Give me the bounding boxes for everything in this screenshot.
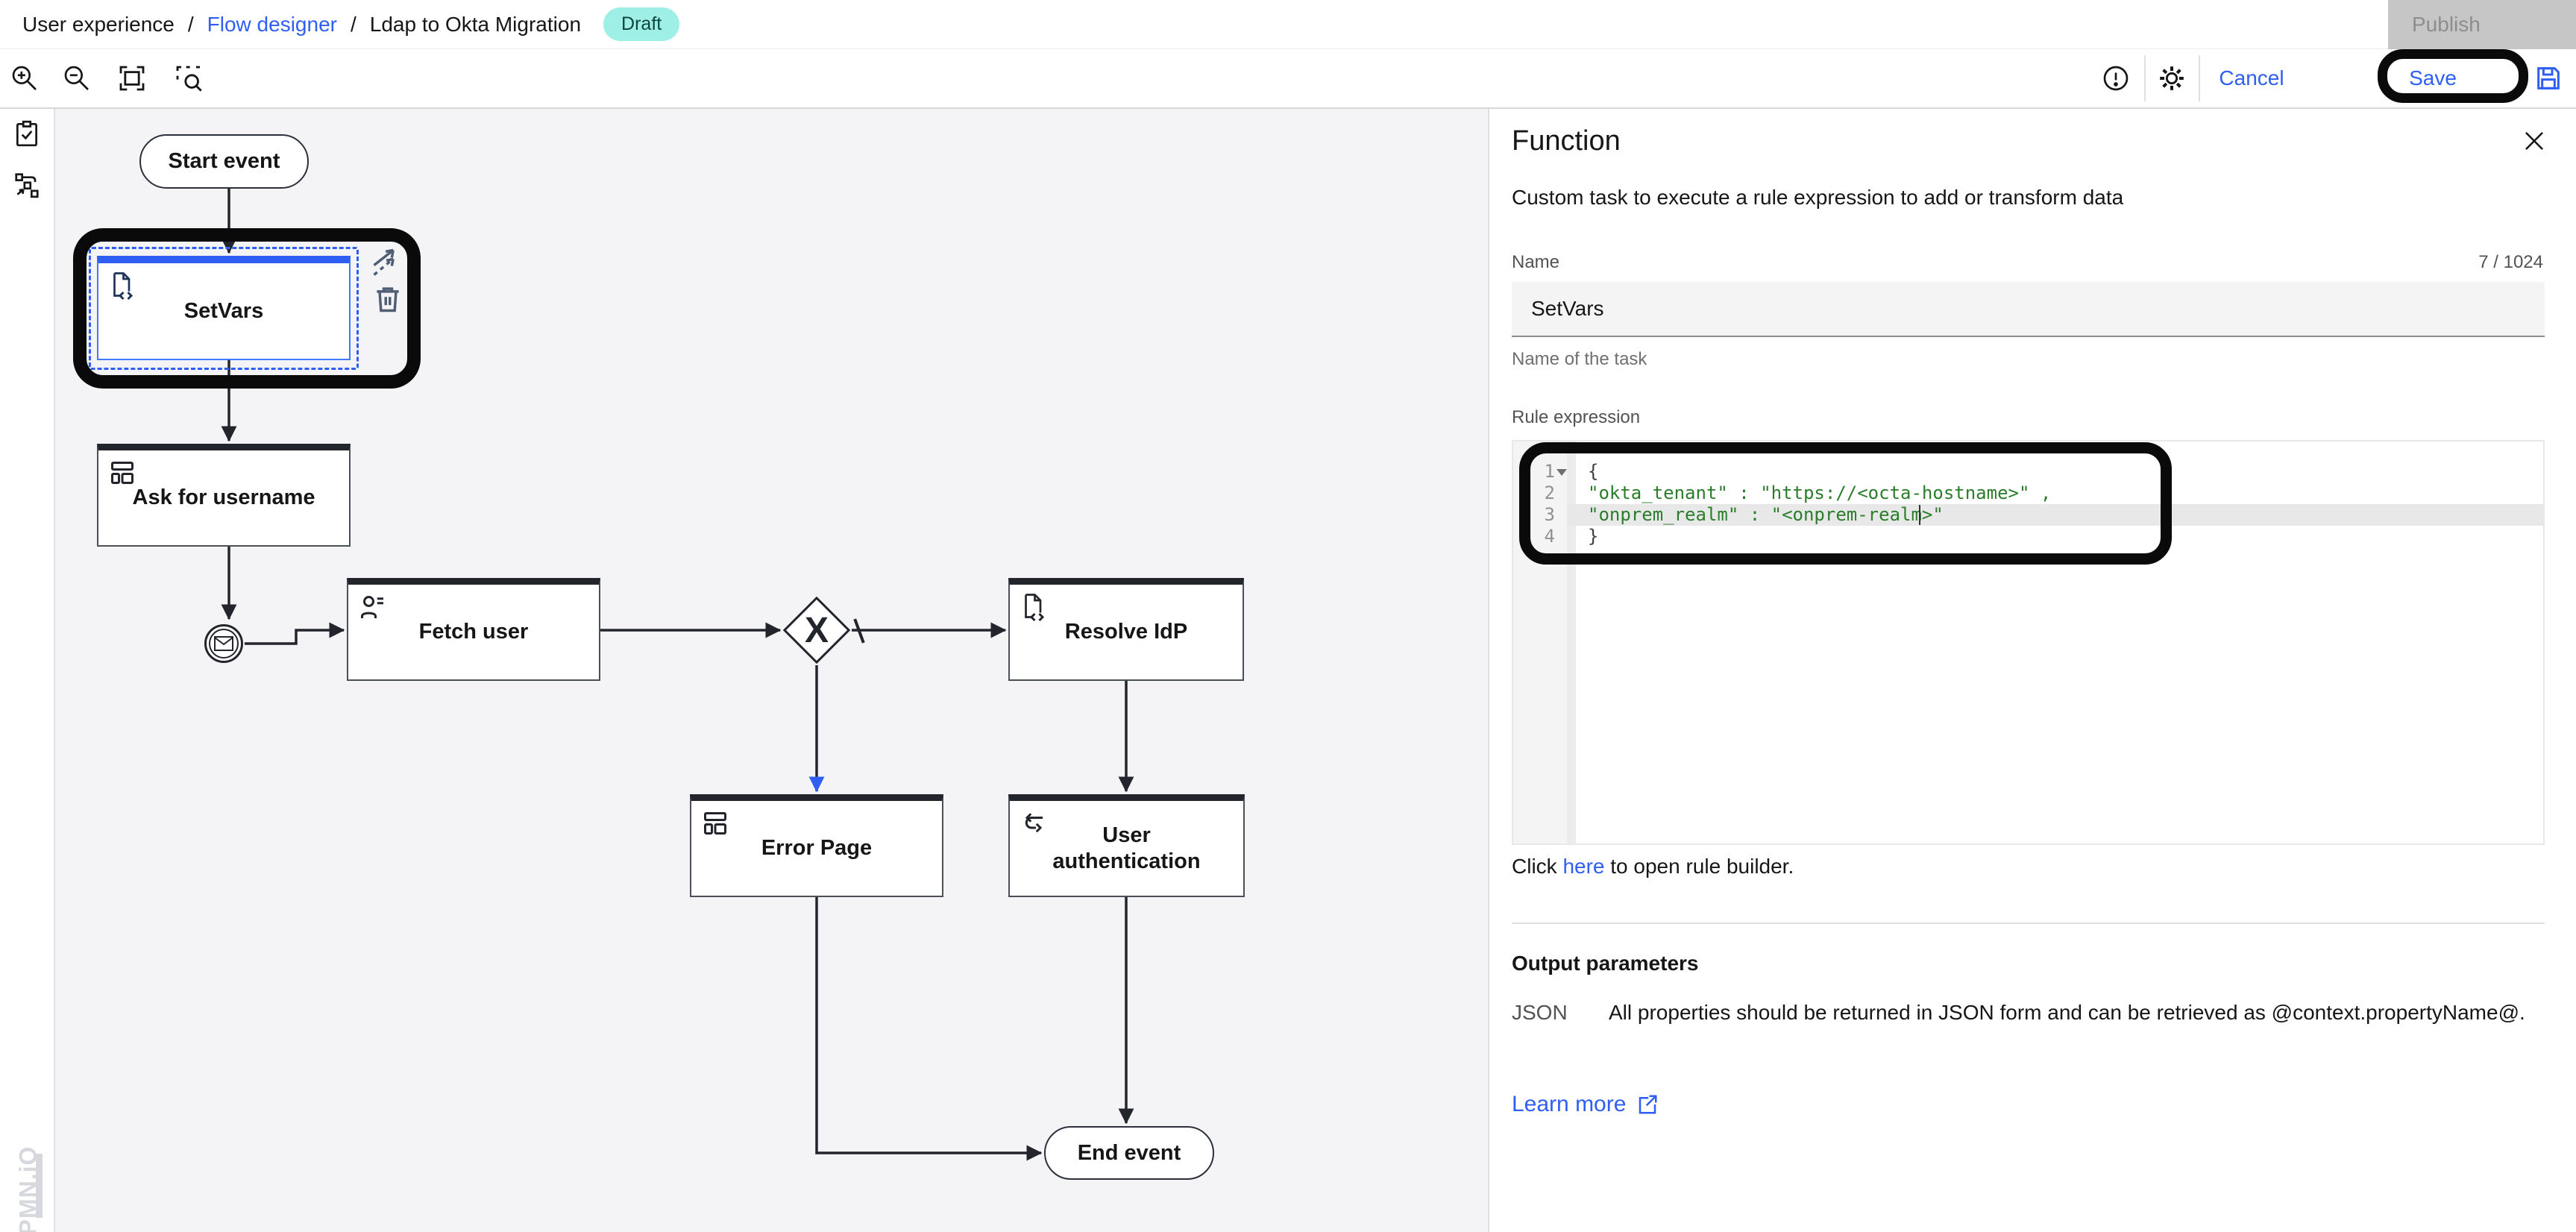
fold-caret-icon[interactable] [1556,469,1567,476]
gateway-x-marker: X [804,610,829,650]
rule-expression-label: Rule expression [1512,407,1641,427]
panel-title: Function [1512,125,1621,157]
code-line-active: 3 "onprem_realm" : "<onprem-realm>" [1513,504,2543,526]
node-label: Resolve IdP [1064,620,1188,644]
external-link-icon [1639,1095,1657,1114]
editor-gutter-strip [1567,441,1576,843]
toolbar: Cancel Save [0,49,2576,109]
redirect-swap-icon [1020,808,1047,838]
node-user-authentication[interactable]: User authentication [1008,794,1245,897]
code-text: "onprem_realm" : "<onprem-realm>" [1567,504,2543,526]
node-label: Fetch user [418,620,529,644]
page-form-icon [109,458,136,488]
panel-description: Custom task to execute a rule expression… [1512,186,2124,209]
breadcrumb-user-experience[interactable]: User experience [22,12,175,36]
zoom-in-icon[interactable] [10,63,40,93]
node-label: End event [1077,1140,1181,1165]
fit-to-screen-icon[interactable] [117,63,147,93]
user-details-icon [359,592,386,622]
message-envelope-icon [209,629,239,659]
left-sidebar: BPMN.iO [0,109,55,1232]
breadcrumb-current-page: Ldap to Okta Migration [369,12,582,36]
breadcrumb-separator: / [187,12,194,36]
zoom-out-icon[interactable] [62,63,92,93]
toolbar-divider [2199,55,2200,101]
text-cursor [1919,505,1920,525]
node-resolve-idp[interactable]: Resolve IdP [1008,578,1244,681]
flow-canvas[interactable]: Start event SetVars [55,109,1488,1232]
breadcrumb-flow-designer[interactable]: Flow designer [207,12,337,36]
save-disk-icon[interactable] [2533,63,2563,93]
rule-builder-link[interactable]: here [1562,855,1605,878]
node-label: Error Page [761,836,873,861]
node-exclusive-gateway[interactable]: X [782,596,851,664]
breadcrumb-separator: / [350,12,356,36]
marquee-zoom-icon[interactable] [174,63,204,93]
node-ask-for-username[interactable]: Ask for username [97,444,351,547]
page-form-icon [702,808,729,838]
properties-panel: Function Custom task to execute a rule e… [1488,109,2576,1232]
node-error-page[interactable]: Error Page [690,794,943,897]
code-text: { [1588,461,1599,482]
function-script-icon [109,271,136,301]
settings-gear-icon[interactable] [2157,63,2187,93]
function-script-icon [1020,592,1047,622]
rule-builder-hint: Click here to open rule builder. [1512,855,1794,879]
cancel-button[interactable]: Cancel [2219,66,2284,89]
node-label: Ask for username [132,485,315,510]
output-type: JSON [1512,1001,1568,1024]
node-fetch-user[interactable]: Fetch user [347,578,600,681]
sequence-flows [221,189,1134,1161]
save-button[interactable]: Save [2409,66,2457,89]
node-label: Start event [168,149,280,173]
node-setvars-function[interactable]: SetVars [97,256,351,360]
toolbar-divider [2144,55,2146,101]
editor-code: 1 { 2 "okta_tenant" : "https://<octa-hos… [1513,461,2543,547]
line-number: 3 [1544,504,1555,525]
status-badge: Draft [603,7,680,41]
section-divider [1512,923,2545,924]
node-start-event[interactable]: Start event [139,134,309,189]
code-line: 1 { [1513,461,2543,483]
node-message-event[interactable] [204,624,243,663]
learn-more-label: Learn more [1512,1092,1627,1116]
line-number: 1 [1544,461,1555,482]
output-description: All properties should be returned in JSO… [1609,1001,2525,1024]
rule-expression-editor[interactable]: 1 { 2 "okta_tenant" : "https://<octa-hos… [1512,440,2545,845]
node-label: User authentication [1052,823,1201,873]
hint-text: to open rule builder. [1604,855,1794,878]
line-number: 2 [1544,483,1555,503]
output-parameters-heading: Output parameters [1512,952,1699,975]
name-char-counter: 7 / 1024 [2478,252,2543,272]
node-end-event[interactable]: End event [1044,1126,1214,1180]
data-map-icon[interactable] [13,171,41,199]
validation-checklist-icon[interactable] [13,119,41,148]
name-field-label: Name [1512,252,1560,272]
close-icon[interactable] [2520,127,2548,155]
info-icon[interactable] [2101,63,2131,93]
name-field-helper: Name of the task [1512,349,1647,369]
node-label: SetVars [183,298,264,323]
code-line: 4 } [1513,526,2543,547]
publish-button[interactable]: Publish [2388,0,2576,49]
code-text: } [1588,526,1599,547]
learn-more-link[interactable]: Learn more [1512,1092,1659,1117]
connect-flow-icon[interactable] [370,246,403,279]
hint-text: Click [1512,855,1563,878]
code-line: 2 "okta_tenant" : "https://<octa-hostnam… [1513,483,2543,504]
name-input[interactable] [1512,282,2545,337]
bpmn-io-watermark-bar [36,1154,43,1218]
code-text: "okta_tenant" : "https://<octa-hostname>… [1588,483,2052,503]
delete-trash-icon[interactable] [371,282,404,315]
header-bar: User experience / Flow designer / Ldap t… [0,0,2576,49]
line-number: 4 [1544,526,1555,547]
